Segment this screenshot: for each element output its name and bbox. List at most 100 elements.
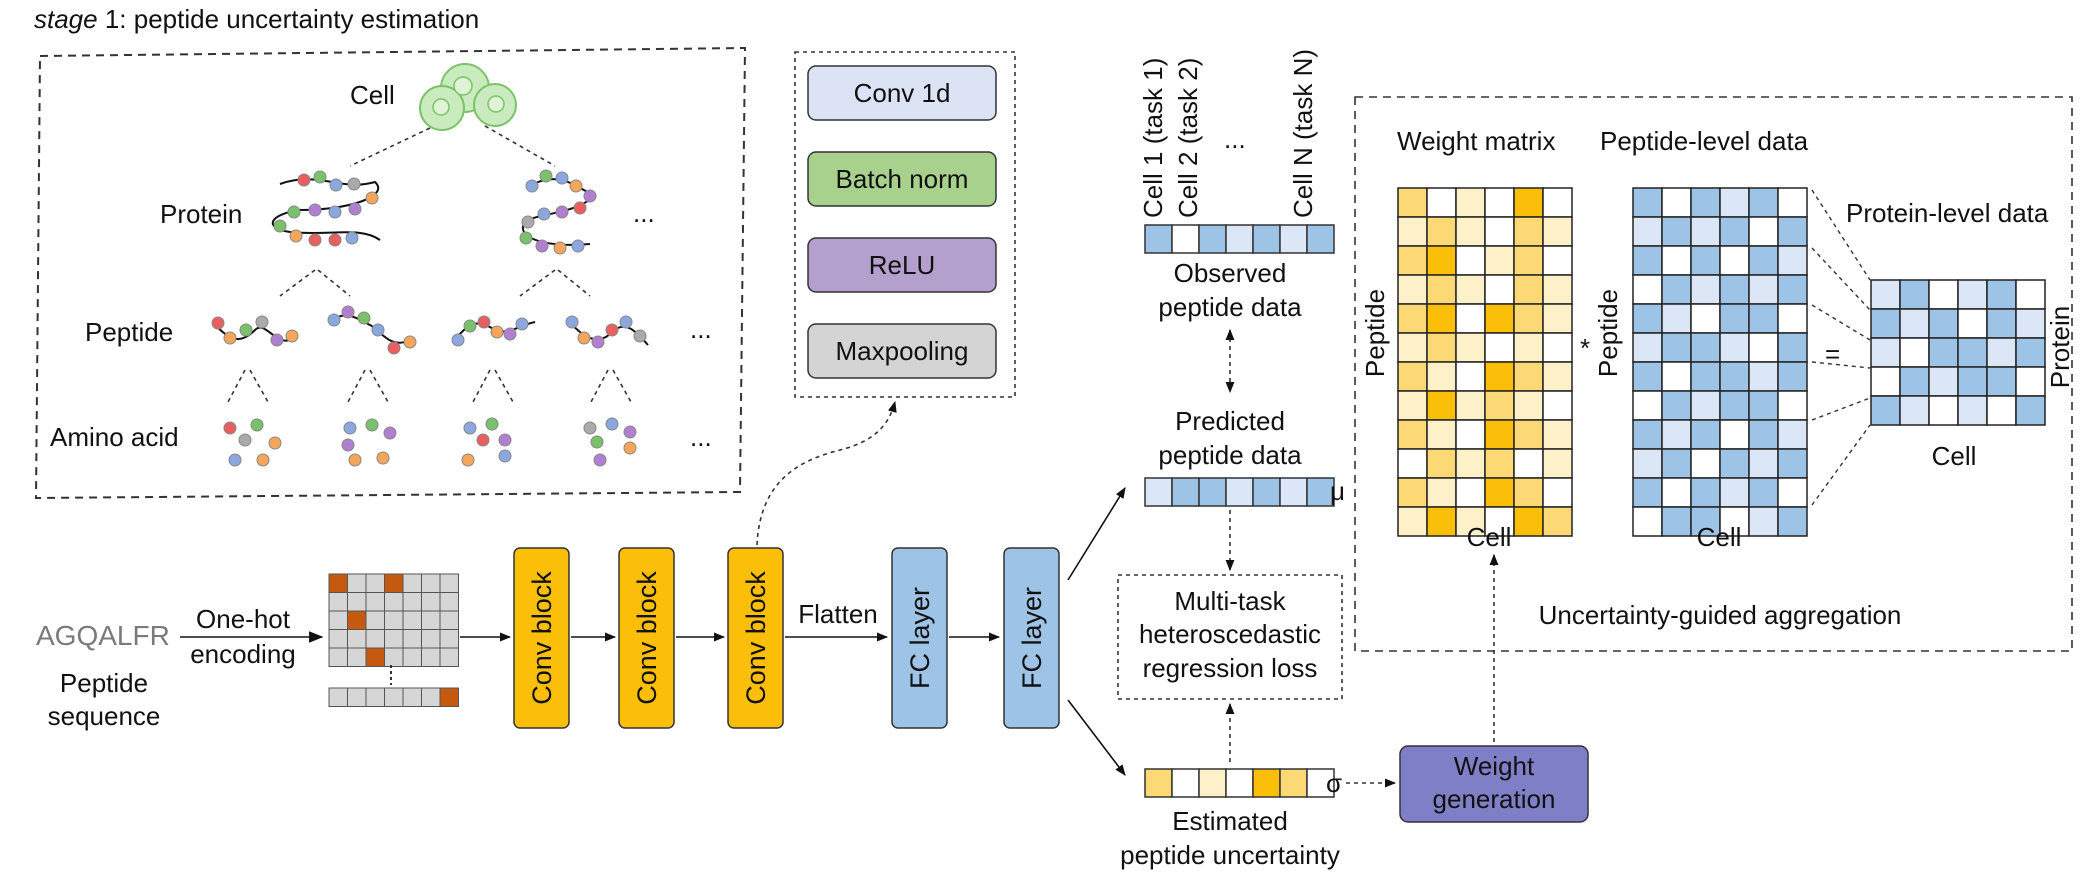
predicted-peptide-bar <box>1144 477 1335 507</box>
undefined <box>1928 366 1959 397</box>
undefined <box>1455 419 1486 450</box>
undefined <box>1748 245 1779 276</box>
undefined <box>1455 448 1486 479</box>
undefined <box>1690 506 1721 537</box>
multiply-symbol: * <box>1580 333 1590 363</box>
aggregation-caption: Uncertainty-guided aggregation <box>1539 600 1902 630</box>
undefined <box>1719 448 1750 479</box>
undefined <box>1513 419 1544 450</box>
undefined <box>1632 303 1663 334</box>
undefined <box>1661 419 1692 450</box>
uncertainty-label-2: peptide uncertainty <box>1120 840 1340 870</box>
weight-matrix-peptide-axis: Peptide <box>1360 289 1390 377</box>
cell-to-protein-right-line <box>484 125 556 167</box>
undefined <box>1748 216 1779 247</box>
undefined <box>1870 279 1901 310</box>
undefined <box>1484 390 1515 421</box>
equals-symbol: = <box>1825 339 1840 369</box>
undefined <box>1513 506 1544 537</box>
undefined <box>1777 332 1808 363</box>
peptide-to-amino-lines <box>227 369 632 403</box>
undefined <box>1484 506 1515 537</box>
onehot-cell <box>439 629 459 649</box>
undefined <box>2015 337 2046 368</box>
conv-block-3: Conv block <box>727 547 784 729</box>
undefined <box>1513 187 1544 218</box>
undefined <box>1513 390 1544 421</box>
undefined <box>1513 245 1544 276</box>
undefined <box>1928 279 1959 310</box>
onehot-cell <box>402 610 422 630</box>
task-label-ellipsis: ... <box>1224 124 1246 154</box>
undefined <box>1690 303 1721 334</box>
undefined <box>1484 419 1515 450</box>
protein-level-protein-axis: Protein <box>2045 306 2075 388</box>
undefined <box>1719 506 1750 537</box>
undefined <box>1632 245 1663 276</box>
undefined <box>1957 279 1988 310</box>
undefined <box>1690 216 1721 247</box>
onehot-cell <box>402 687 422 707</box>
weight-matrix-grid <box>1397 187 1573 537</box>
legend-conv1d-label: Conv 1d <box>854 78 951 108</box>
undefined <box>1719 332 1750 363</box>
undefined <box>1928 308 1959 339</box>
onehot-cell <box>365 629 385 649</box>
legend-batchnorm-label: Batch norm <box>836 164 969 194</box>
bar-cell <box>1279 224 1308 254</box>
undefined <box>1690 361 1721 392</box>
undefined <box>1397 216 1428 247</box>
undefined <box>1542 332 1573 363</box>
undefined <box>1986 337 2017 368</box>
undefined <box>1397 245 1428 276</box>
fc-layer-2: FC layer <box>1003 547 1060 729</box>
conv-block-1: Conv block <box>513 547 570 729</box>
undefined <box>1513 332 1544 363</box>
undefined <box>1719 390 1750 421</box>
undefined <box>1542 216 1573 247</box>
undefined <box>1777 216 1808 247</box>
undefined <box>1957 366 1988 397</box>
undefined <box>1632 506 1663 537</box>
onehot-cell <box>384 573 404 593</box>
undefined <box>1484 187 1515 218</box>
undefined <box>1748 506 1779 537</box>
uncertainty-bar <box>1144 768 1335 798</box>
undefined <box>1748 419 1779 450</box>
onehot-cell <box>439 610 459 630</box>
peptide-label: Peptide <box>85 317 173 347</box>
peptide-level-label: Peptide-level data <box>1600 126 1809 156</box>
loss-label-1: Multi-task <box>1174 586 1286 616</box>
undefined <box>1426 303 1457 334</box>
peptide-1-icon <box>211 315 299 347</box>
undefined <box>1661 390 1692 421</box>
undefined <box>1484 303 1515 334</box>
undefined <box>1426 390 1457 421</box>
undefined <box>1899 279 1930 310</box>
undefined <box>1719 245 1750 276</box>
onehot-cell <box>328 610 348 630</box>
undefined <box>1748 390 1779 421</box>
legend-relu: ReLU <box>807 237 997 293</box>
legend-maxpooling: Maxpooling <box>807 323 997 379</box>
conv-legend-border <box>794 51 1016 398</box>
bar-cell <box>1225 477 1254 507</box>
undefined <box>1426 332 1457 363</box>
undefined <box>1661 216 1692 247</box>
undefined <box>1957 395 1988 426</box>
undefined <box>1690 477 1721 508</box>
undefined <box>1986 366 2017 397</box>
undefined <box>1719 274 1750 305</box>
undefined <box>1513 303 1544 334</box>
task-label-cell2: Cell 2 (task 2) <box>1173 58 1203 218</box>
sigma-symbol: σ <box>1326 768 1342 798</box>
legend-conv1d: Conv 1d <box>807 65 997 121</box>
undefined <box>1957 308 1988 339</box>
fc-layer-1: FC layer <box>891 547 948 729</box>
undefined <box>1397 390 1428 421</box>
undefined <box>1690 448 1721 479</box>
undefined <box>1777 477 1808 508</box>
undefined <box>1455 216 1486 247</box>
undefined <box>1777 187 1808 218</box>
onehot-last-row <box>328 687 459 707</box>
